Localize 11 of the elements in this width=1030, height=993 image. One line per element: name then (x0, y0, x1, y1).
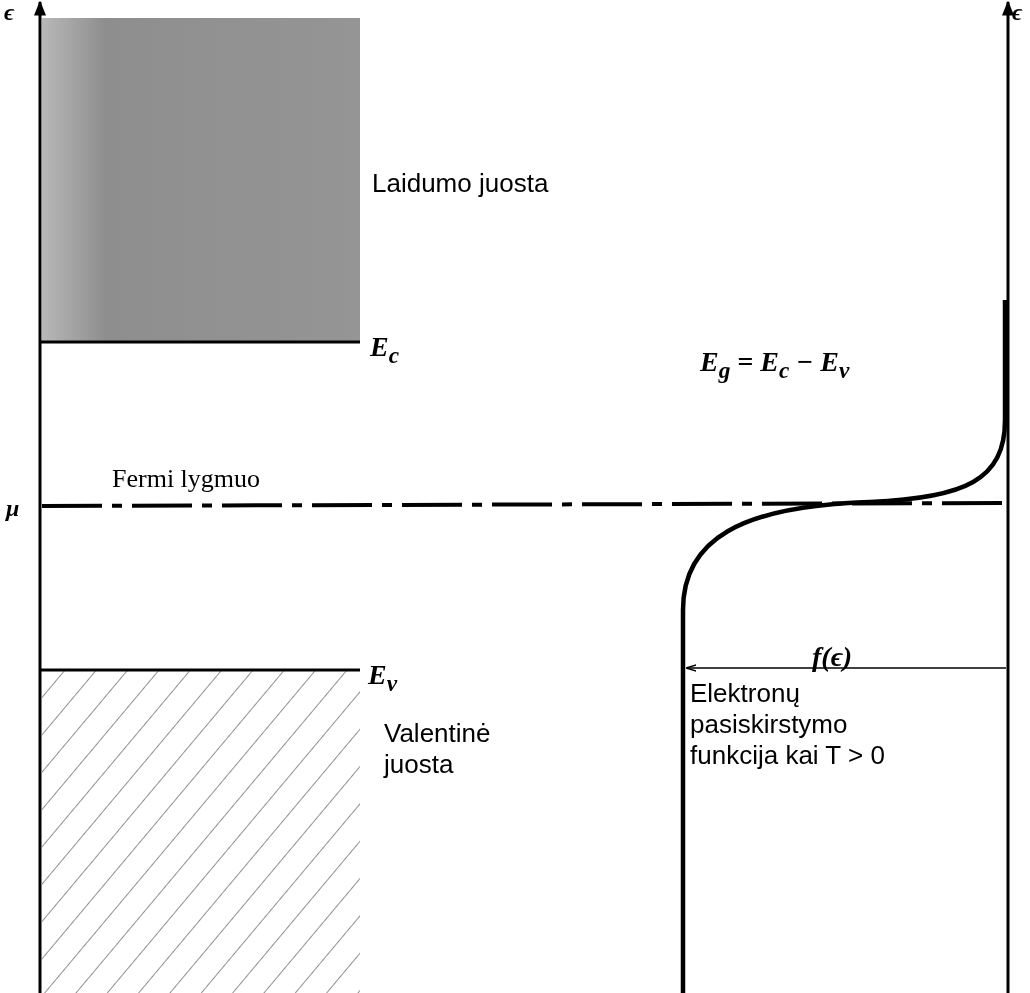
formula-label: E$_{g}$ = E$_{c}$ − E$_{v}$ (700, 345, 850, 385)
function-label: f(ϵ) (812, 640, 853, 674)
energy-level-label: E$_{v}$ (368, 658, 398, 698)
axis-tick-label: μ (6, 494, 20, 523)
axis-label: ϵ (4, 0, 15, 27)
description-text: Elektronų pasiskirstymo funkcija kai T > 0 (690, 678, 886, 772)
axis-label: ϵ (1012, 0, 1023, 27)
level-label: Fermi lygmuo (112, 463, 261, 495)
band-label: Valentinė juosta (384, 718, 492, 781)
energy-level-label: E$_{c}$ (370, 330, 400, 370)
band-label: Laidumo juosta (372, 168, 549, 200)
